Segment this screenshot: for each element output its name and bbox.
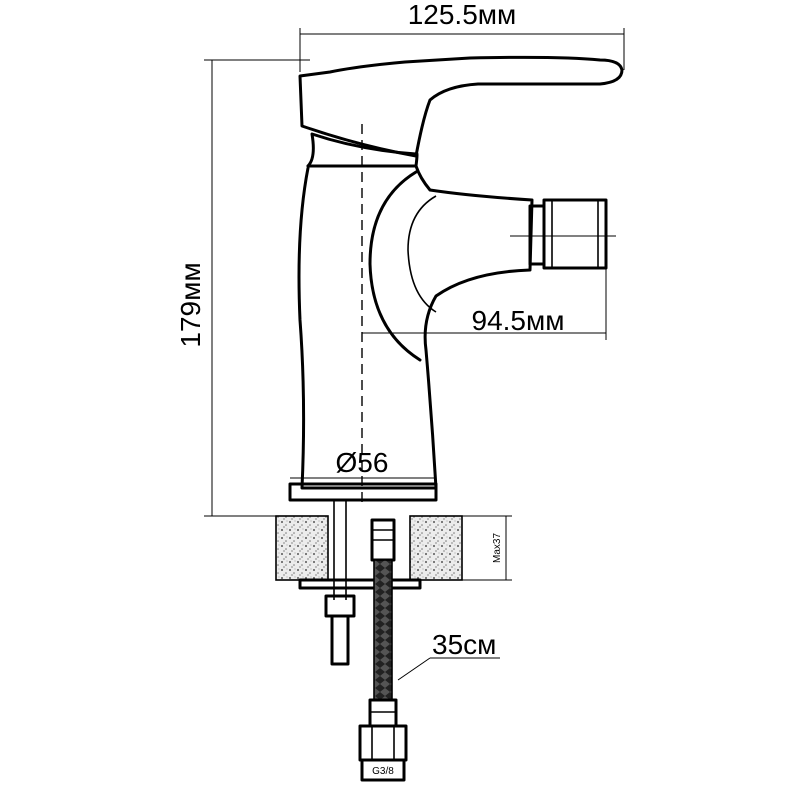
hose-length-callout: 35см [397,629,500,681]
spout-reach-dimension: 94.5мм [362,268,607,340]
diameter-label: Ø56 [336,447,389,478]
mounting-hardware [298,500,422,666]
thread-label: G3/8 [372,766,394,777]
top-width-label: 125.5мм [408,0,517,30]
height-label: 179мм [175,262,206,347]
base-flange: Ø56 [288,447,438,502]
lever-handle [298,55,624,158]
hose-length-label: 35см [432,629,496,660]
aerator-nozzle [510,198,616,270]
flexible-hose: G3/8 [358,518,408,782]
spout-reach-label: 94.5мм [472,305,565,336]
top-width-dimension: 125.5мм [299,0,625,72]
counter-thickness-label: Max37 [492,533,503,563]
countertop: Max37 [275,515,512,581]
faucet-body [297,164,534,490]
height-dimension: 179мм [175,59,310,517]
cartridge-ring [306,132,419,168]
